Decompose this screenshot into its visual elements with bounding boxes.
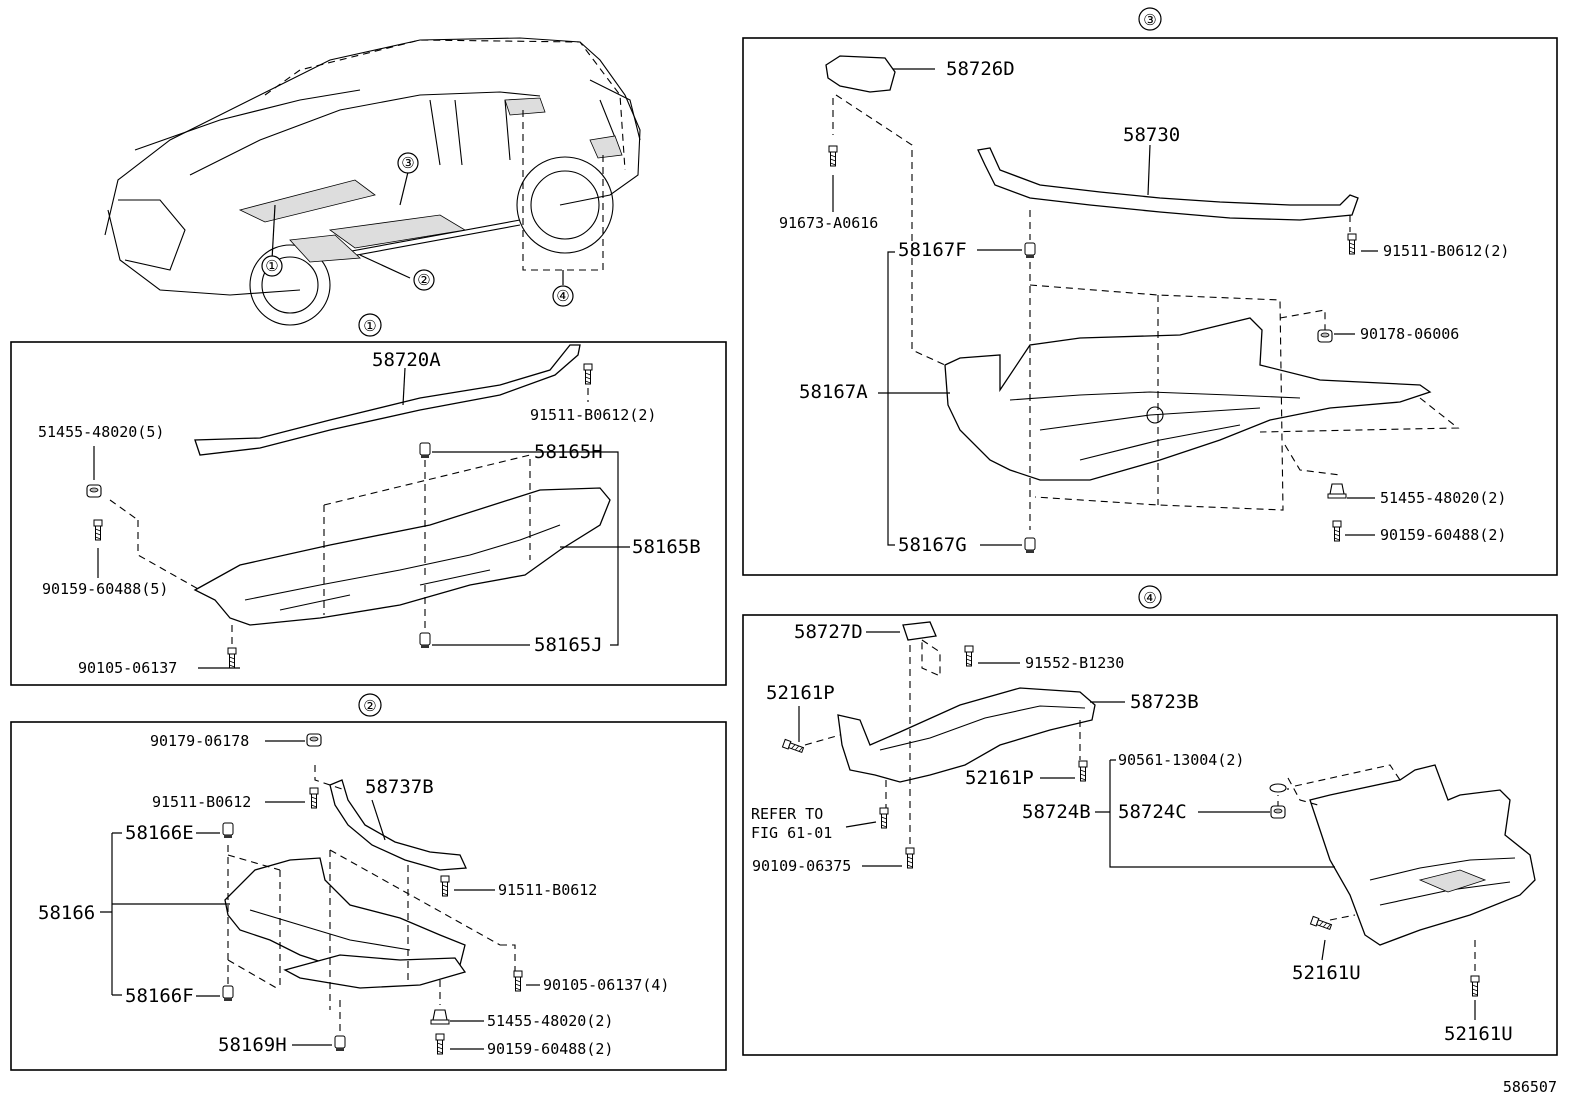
- section2-91511-upper: 91511-B0612: [152, 793, 251, 811]
- section4-91552: 91552-B1230: [1025, 654, 1124, 672]
- section2-58737B: 58737B: [365, 776, 434, 798]
- diagram-id: 586507: [1503, 1078, 1557, 1096]
- overview-callout-2: [413, 269, 435, 291]
- section3-58726D: 58726D: [946, 58, 1015, 80]
- section4-refer-line2: FIG 61-01: [751, 824, 832, 842]
- vehicle-overview: [104, 37, 641, 326]
- section2-frame: [10, 721, 727, 1071]
- overview-callout-3-label: ③: [401, 154, 414, 172]
- section2-90179: 90179-06178: [150, 732, 249, 750]
- overview-callout-1-label: ①: [265, 257, 278, 275]
- section2-90159: 90159-60488(2): [487, 1040, 613, 1058]
- section4-marker: [1138, 585, 1162, 609]
- section1-91511: 91511-B0612(2): [530, 406, 656, 424]
- section2-51455: 51455-48020(2): [487, 1012, 613, 1030]
- section3-parts: [825, 55, 1460, 554]
- section2-marker-label: ②: [363, 697, 376, 715]
- section2-91511-lower: 91511-B0612: [498, 881, 597, 899]
- section4-refer-line1: REFER TO: [751, 805, 823, 823]
- section1-90159: 90159-60488(5): [42, 580, 168, 598]
- section2-marker: [358, 693, 382, 717]
- section2-58169H: 58169H: [218, 1034, 287, 1056]
- overview-callout-4-label: ④: [556, 287, 569, 305]
- section3-58167A: 58167A: [799, 381, 868, 403]
- overview-callout-4: [552, 285, 574, 307]
- section4-58723B: 58723B: [1130, 691, 1199, 713]
- section3-91673: 91673-A0616: [779, 214, 878, 232]
- section3-91511: 91511-B0612(2): [1383, 242, 1509, 260]
- section1-marker: [358, 313, 382, 337]
- section4-90109: 90109-06375: [752, 857, 851, 875]
- section4-frame: [742, 614, 1558, 1056]
- section2-58166: 58166: [38, 902, 95, 924]
- section4-58727D: 58727D: [794, 621, 863, 643]
- section2-parts: [100, 733, 540, 1055]
- section4-58724C: 58724C: [1118, 801, 1187, 823]
- section4-90561: 90561-13004(2): [1118, 751, 1244, 769]
- section4-parts: [781, 621, 1536, 1020]
- section1-58165J: 58165J: [534, 634, 603, 656]
- section1-parts: [86, 344, 630, 669]
- section4-marker-label: ④: [1143, 589, 1156, 607]
- section2-58166F: 58166F: [125, 985, 194, 1007]
- section1-90105: 90105-06137: [78, 659, 177, 677]
- section3-90159: 90159-60488(2): [1380, 526, 1506, 544]
- section1-frame: [10, 341, 727, 686]
- section3-58730: 58730: [1123, 124, 1180, 146]
- section4-52161U-left: 52161U: [1292, 962, 1361, 984]
- section1-58165B: 58165B: [632, 536, 701, 558]
- section1-58720A: 58720A: [372, 349, 441, 371]
- section3-marker-label: ③: [1143, 11, 1156, 29]
- section3-90178: 90178-06006: [1360, 325, 1459, 343]
- section1-58165H: 58165H: [534, 441, 603, 463]
- section4-52161P-upper: 52161P: [766, 682, 835, 704]
- section4-58724B: 58724B: [1022, 801, 1091, 823]
- section3-58167G: 58167G: [898, 534, 967, 556]
- section4-52161U-bottom: 52161U: [1444, 1023, 1513, 1045]
- section3-51455: 51455-48020(2): [1380, 489, 1506, 507]
- section2-90105: 90105-06137(4): [543, 976, 669, 994]
- section1-51455: 51455-48020(5): [38, 423, 164, 441]
- section1-marker-label: ①: [363, 317, 376, 335]
- overview-callout-3: [397, 152, 419, 174]
- section4-52161P-lower: 52161P: [965, 767, 1034, 789]
- overview-callout-2-label: ②: [417, 271, 430, 289]
- overview-callout-1: [261, 255, 283, 277]
- section3-58167F: 58167F: [898, 239, 967, 261]
- section2-58166E: 58166E: [125, 822, 194, 844]
- section3-frame: [742, 37, 1558, 576]
- section3-marker: [1138, 7, 1162, 31]
